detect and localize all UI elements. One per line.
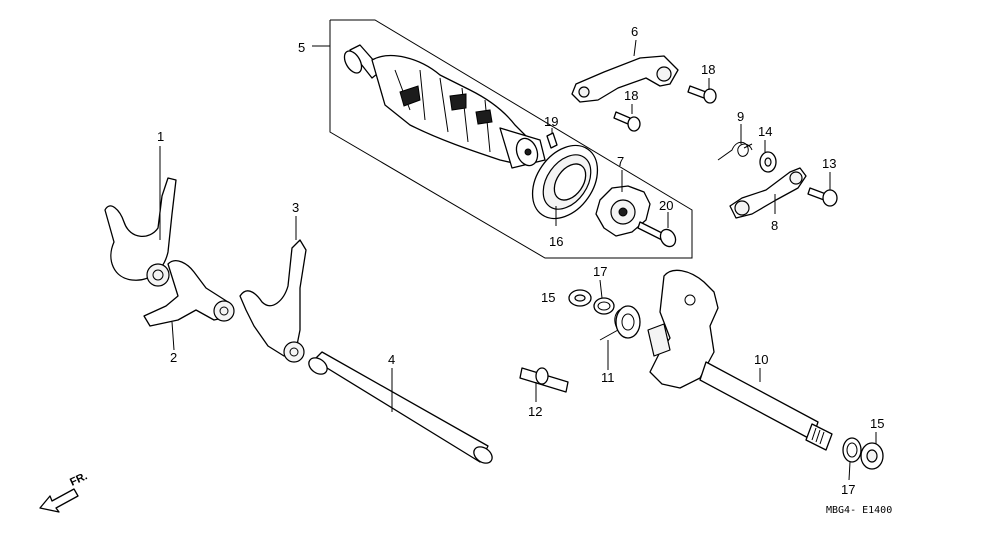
callout-16: 16	[549, 234, 563, 249]
bearing-setting-plate[interactable]	[571, 55, 679, 103]
callout-1: 1	[157, 129, 164, 144]
callout-2: 2	[170, 350, 177, 365]
front-direction-indicator: FR.	[39, 470, 89, 513]
shift-fork-1[interactable]	[104, 177, 177, 287]
callout-13: 13	[822, 156, 836, 171]
shift-drum[interactable]	[341, 44, 546, 169]
callout-5: 5	[298, 40, 305, 55]
callout-17-upper: 17	[593, 264, 607, 279]
drum-center-bolt[interactable]	[637, 221, 679, 249]
front-arrow-icon	[39, 488, 79, 513]
leader-lines	[159, 39, 877, 481]
callout-10: 10	[754, 352, 768, 367]
shift-fork-2[interactable]	[143, 260, 235, 327]
shift-fork-shaft[interactable]	[306, 351, 495, 466]
drum-assembly-box	[329, 19, 693, 259]
callout-4: 4	[388, 352, 395, 367]
snap-ring-upper[interactable]	[593, 297, 615, 315]
callout-17-lower: 17	[841, 482, 855, 497]
stopper-arm-bolt[interactable]	[807, 187, 838, 207]
callout-18-lower: 18	[624, 88, 638, 103]
return-spring-pin[interactable]	[519, 367, 569, 393]
oil-seal-upper[interactable]	[568, 289, 592, 307]
oil-seal-lower[interactable]	[860, 442, 884, 470]
plate-bolt-upper[interactable]	[687, 85, 717, 104]
snap-ring-lower[interactable]	[842, 437, 862, 463]
stopper-arm[interactable]	[729, 167, 807, 219]
stopper-arm-spring[interactable]	[717, 141, 753, 161]
callout-8: 8	[771, 218, 778, 233]
callout-12: 12	[528, 404, 542, 419]
spindle-return-spring[interactable]	[599, 305, 641, 341]
callout-11: 11	[601, 370, 615, 385]
drum-center-plate[interactable]	[595, 185, 651, 237]
callout-9: 9	[737, 109, 744, 124]
shift-fork-3[interactable]	[239, 239, 307, 363]
stopper-washer[interactable]	[759, 151, 777, 173]
callout-labels: 5 6 18 18 19 9 14 13 7 20 8 16 1 3 2 4 1…	[157, 24, 884, 497]
callout-15-upper: 15	[541, 290, 555, 305]
front-direction-label: FR.	[68, 470, 89, 488]
drum-pin[interactable]	[546, 132, 558, 149]
callout-18-upper: 18	[701, 62, 715, 77]
callout-6: 6	[631, 24, 638, 39]
callout-14: 14	[758, 124, 772, 139]
callout-7: 7	[617, 154, 624, 169]
diagram-code: MBG4- E1400	[826, 505, 892, 516]
callout-20: 20	[659, 198, 673, 213]
bearing[interactable]	[519, 133, 611, 231]
callout-15-lower: 15	[870, 416, 884, 431]
gearshift-spindle[interactable]	[647, 269, 833, 451]
plate-bolt-lower[interactable]	[613, 111, 641, 132]
callout-19: 19	[544, 114, 558, 129]
callout-3: 3	[292, 200, 299, 215]
